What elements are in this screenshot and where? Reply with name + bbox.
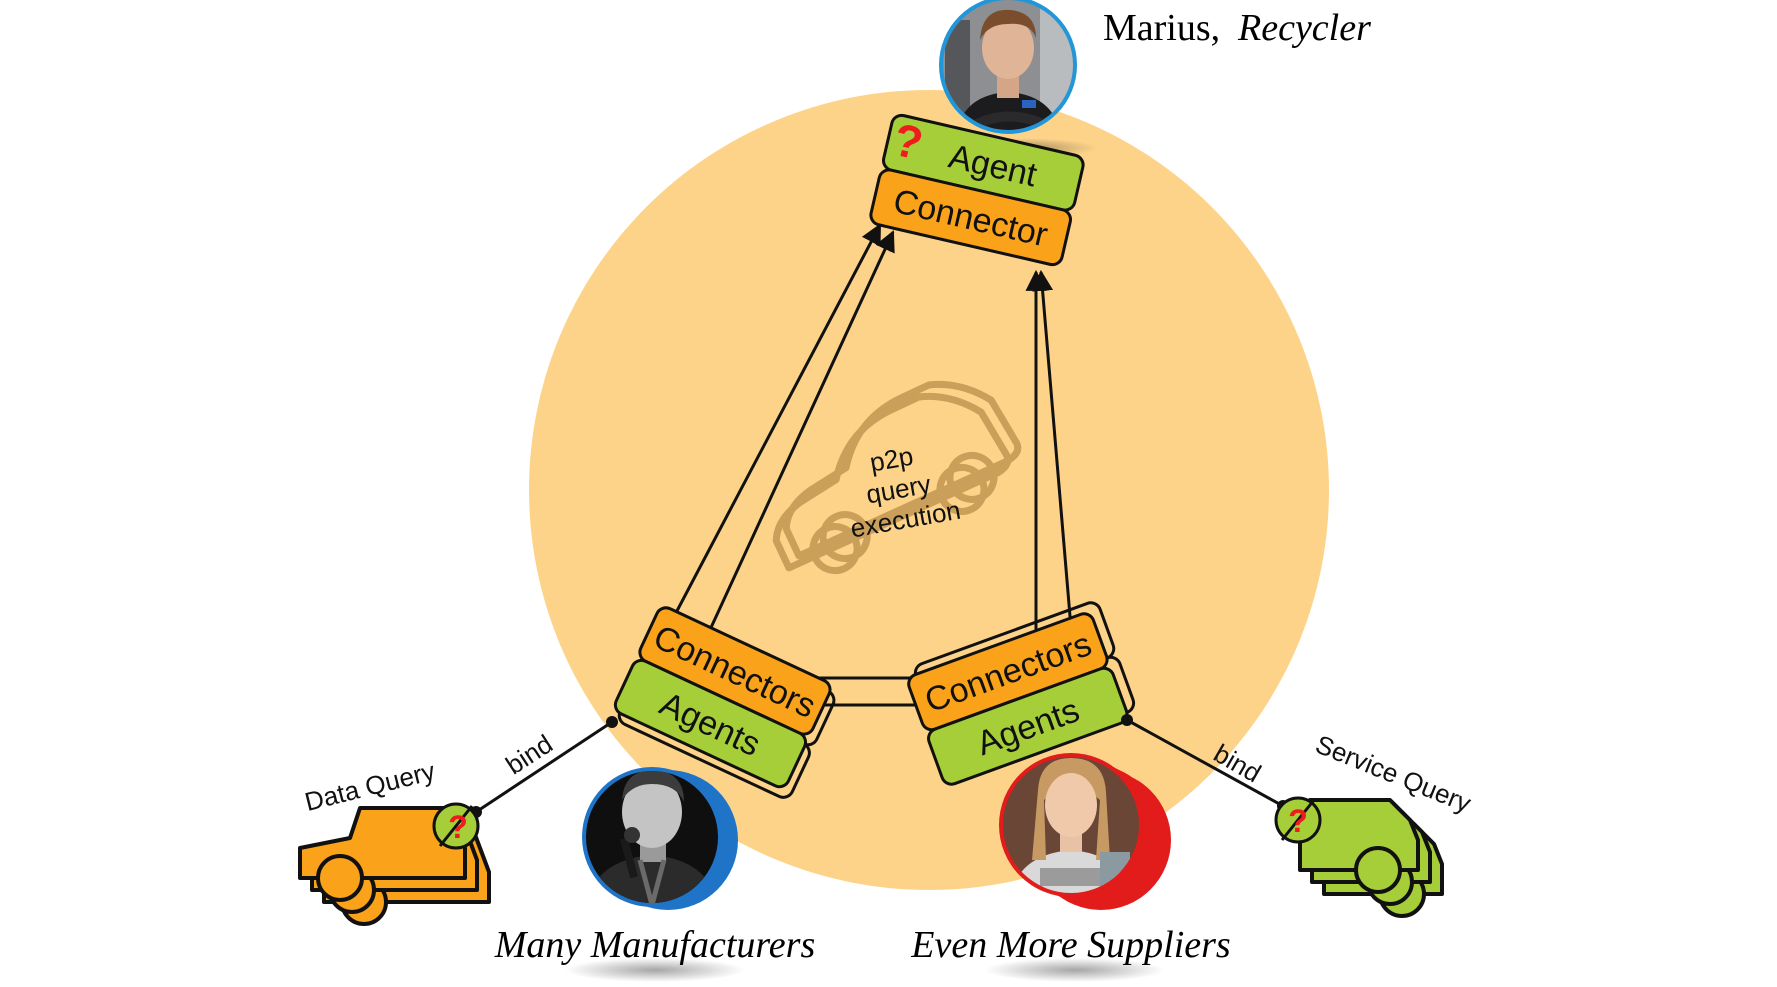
data-query-question-icon: ?	[448, 809, 468, 845]
recycler-connector-box	[869, 168, 1072, 267]
car-stack-icon	[1298, 798, 1444, 918]
recycler-role: Recycler	[1237, 7, 1371, 49]
recycler-agent-connector: Agent Connector ?	[869, 113, 1085, 267]
manufacturers-connectors-agents: Connectors Agents	[613, 606, 836, 799]
left-bind-label: bind	[500, 728, 558, 780]
p2p-label-line1: p2p	[867, 441, 915, 478]
arrow-sup-to-recycler-2	[1032, 269, 1073, 629]
bind-lines	[475, 718, 1284, 814]
service-query-question-icon: ?	[1288, 803, 1308, 839]
recycler-name: Marius,	[1103, 7, 1220, 49]
person-photo-icon	[586, 771, 718, 903]
left-bind-line	[475, 720, 613, 814]
arrow-man-to-recycler-1	[666, 223, 882, 629]
recycler-avatar	[939, 0, 1077, 134]
suppliers-agents-box	[927, 666, 1129, 786]
suppliers-caption: Even More Suppliers	[910, 924, 1230, 966]
car-outline-icon	[772, 380, 1022, 575]
supplier-avatar	[999, 753, 1171, 910]
suppliers-connectors-agents: Connectors Agents	[907, 601, 1136, 786]
manufacturers-agents-box	[613, 658, 808, 789]
manufacturer-avatar	[582, 767, 738, 910]
manufacturers-caption: Many Manufacturers	[494, 924, 815, 966]
right-bind-line	[1126, 718, 1284, 808]
arrow-man-to-recycler-2	[701, 230, 895, 646]
